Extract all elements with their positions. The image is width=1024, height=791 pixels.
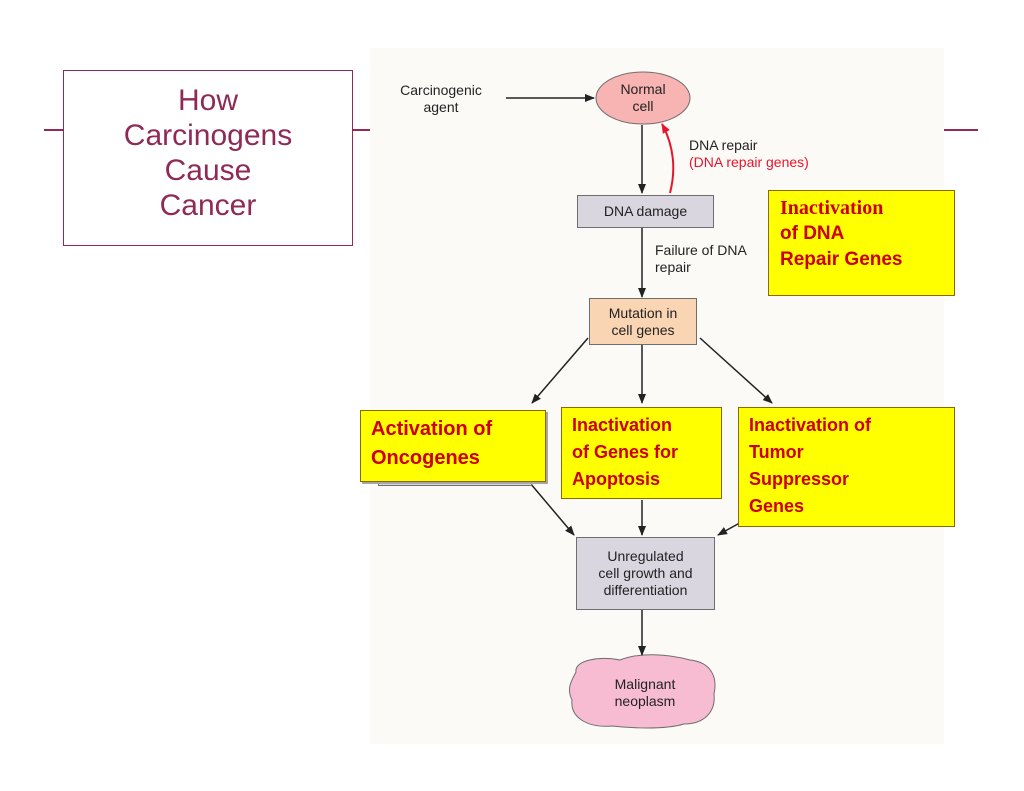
- unregulated-growth-node: Unregulated cell growth and differentiat…: [576, 537, 715, 610]
- callout-line: Inactivation: [780, 197, 884, 219]
- inactivation-apoptosis-callout: Inactivation of Genes for Apoptosis: [561, 407, 722, 499]
- node-label: cell growth and: [598, 565, 693, 581]
- arrow-dna-repair: [661, 123, 675, 194]
- inactivation-dna-repair-callout: Inactivation of DNA Repair Genes: [768, 190, 955, 296]
- title-line: Carcinogens: [123, 119, 293, 152]
- callout-line: Inactivation: [572, 415, 673, 435]
- label-line: neoplasm: [614, 693, 676, 709]
- callout-line: Suppressor: [749, 469, 850, 489]
- callout-line: of DNA: [780, 223, 845, 244]
- dna-repair-genes-label: (DNA repair genes): [689, 154, 809, 170]
- diagram-background: [370, 48, 944, 744]
- malignant-neoplasm-label: Malignant neoplasm: [582, 676, 708, 710]
- callout-line: Activation of: [371, 418, 493, 440]
- arrow-mutation-to-suppressor: [699, 337, 773, 404]
- label-line: DNA repair: [689, 137, 758, 153]
- node-label: cell genes: [611, 321, 675, 338]
- inactivation-tumor-suppressor-callout: Inactivation of Tumor Suppressor Genes: [738, 407, 955, 527]
- callout-line: Oncogenes: [371, 447, 480, 469]
- label-line: Failure of DNA: [655, 242, 747, 258]
- node-label: Mutation in: [608, 304, 678, 321]
- carcinogenic-agent-label: Carcinogenic agent: [386, 82, 496, 116]
- dna-damage-node: DNA damage: [577, 195, 714, 228]
- arrow-mutation-to-oncogenes: [531, 337, 589, 404]
- node-label: Unregulated: [607, 548, 684, 564]
- label-line: Malignant: [614, 676, 676, 692]
- title-line: How: [177, 84, 238, 117]
- mutation-in-cell-genes-node: Mutation in cell genes: [589, 298, 697, 345]
- callout-line: Repair Genes: [780, 249, 903, 270]
- normal-cell-label: Normal cell: [596, 81, 690, 115]
- callout-line: of Genes for: [572, 442, 679, 462]
- callout-line: Apoptosis: [572, 469, 660, 489]
- title-line: Cancer: [159, 189, 257, 222]
- title-line: Cause: [164, 154, 252, 187]
- label-line: Normal: [620, 81, 666, 97]
- right-title-rule: [944, 129, 978, 131]
- node-label: DNA damage: [603, 203, 688, 219]
- callout-line: Inactivation of: [749, 415, 872, 435]
- label-line: agent: [423, 99, 459, 115]
- normal-cell-node: [595, 71, 691, 125]
- dna-repair-label: DNA repair (DNA repair genes): [689, 137, 809, 171]
- failure-of-dna-repair-label: Failure of DNA repair: [655, 242, 767, 276]
- callout-line: Genes: [749, 496, 805, 516]
- label-line: Carcinogenic: [400, 82, 482, 98]
- node-label: differentiation: [603, 582, 688, 598]
- label-line: repair: [655, 259, 691, 275]
- malignant-neoplasm-node: [569, 654, 716, 729]
- label-line: cell: [632, 98, 654, 114]
- callout-line: Tumor: [749, 442, 804, 462]
- activation-oncogenes-callout: Activation of Oncogenes: [360, 410, 546, 482]
- arrow-oncogenes-to-unregulated: [529, 482, 575, 536]
- slide-title: How Carcinogens Cause Cancer: [63, 70, 353, 246]
